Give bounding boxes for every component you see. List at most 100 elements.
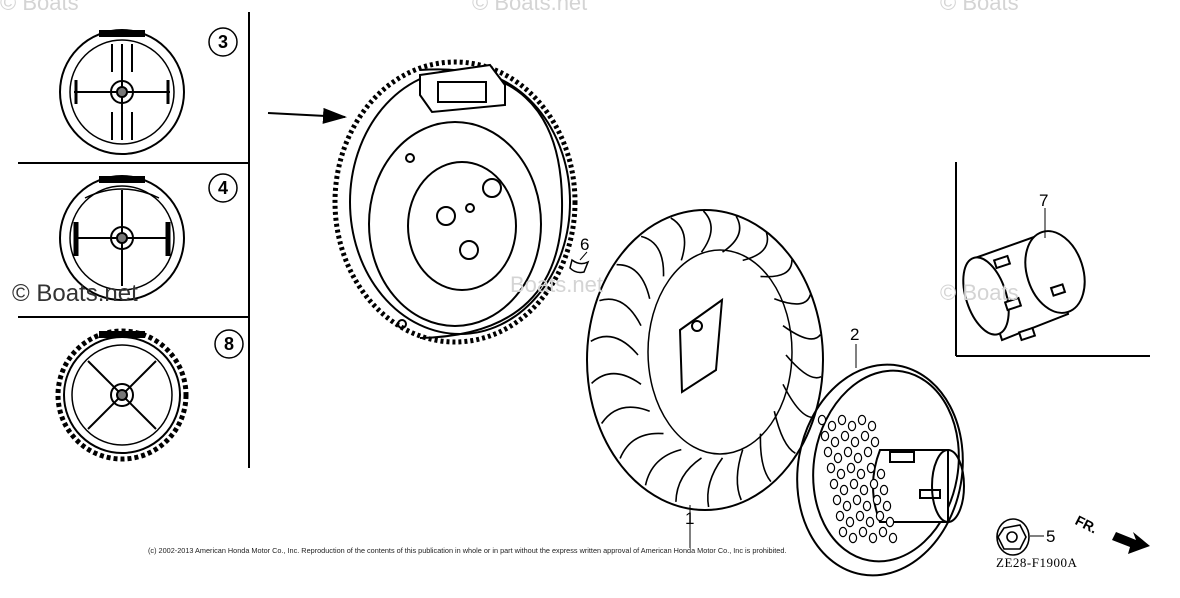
fan-blade — [782, 325, 822, 340]
pulley-hole — [879, 484, 889, 496]
pulley-hole — [865, 516, 875, 528]
watermark-top-right: © Boats — [940, 0, 1019, 15]
pulley-hole — [817, 414, 827, 426]
leader-6 — [579, 251, 588, 261]
woodruff-key — [569, 258, 590, 274]
pulley-hole — [869, 478, 879, 490]
pulley-hole — [870, 436, 880, 448]
callout-5-label: 5 — [1046, 527, 1055, 546]
callout-1-label: 1 — [685, 509, 694, 528]
pulley-hole — [850, 436, 860, 448]
pulley-hole — [878, 526, 888, 538]
fan-blade — [591, 372, 642, 385]
pulley-hole — [839, 484, 849, 496]
fan-blade — [773, 411, 796, 454]
pulley-hole — [866, 462, 876, 474]
pulley-hole — [855, 510, 865, 522]
watermark-right: © Boats — [940, 280, 1019, 305]
pulley-hole — [849, 478, 859, 490]
pulley-hole — [837, 414, 847, 426]
reference-arrow — [267, 107, 347, 124]
copyright-notice: (c) 2002-2013 American Honda Motor Co., … — [148, 546, 787, 555]
pulley-hole — [823, 446, 833, 458]
rotor-variant-8 — [55, 328, 189, 462]
flywheel — [332, 59, 578, 345]
fan-blade — [774, 294, 812, 305]
callout-7-label: 7 — [1039, 191, 1048, 210]
pulley-hole — [858, 526, 868, 538]
pulley-hole — [847, 420, 857, 432]
callout-4-label: 4 — [218, 178, 228, 198]
rotor-variant-3 — [59, 29, 185, 155]
callout-circle-4: 4 — [208, 173, 238, 203]
pulley-holes — [817, 414, 898, 544]
pulley-hole — [859, 484, 869, 496]
flange-nut — [996, 518, 1030, 556]
callout-8-label: 8 — [224, 334, 234, 354]
pulley-hole — [829, 478, 839, 490]
pulley-hole — [820, 430, 830, 442]
pulley-hole — [827, 420, 837, 432]
fan-blade — [640, 235, 665, 277]
callout-6-label: 6 — [580, 235, 589, 254]
fan-blade — [736, 449, 744, 501]
front-direction-arrow — [1112, 532, 1150, 554]
fan-blade — [782, 383, 813, 419]
watermark-center: Boats.net — [510, 272, 603, 297]
fan-blade — [599, 298, 642, 327]
fan-blade — [785, 354, 822, 379]
rotor-variant-4 — [59, 175, 185, 301]
callout-circle-3: 3 — [208, 27, 238, 57]
inset-panel-frame — [18, 12, 250, 468]
pulley-hole — [830, 436, 840, 448]
fan-blade — [700, 210, 712, 253]
watermark-brand: © Boats.net — [12, 280, 138, 307]
fan-blade — [670, 217, 686, 261]
fan-blade — [600, 406, 650, 424]
pulley-hole — [856, 468, 866, 480]
pulley-hole — [860, 430, 870, 442]
pulley-hole — [838, 526, 848, 538]
pulley-hole — [852, 494, 862, 506]
pulley-hole — [876, 468, 886, 480]
starter-pulley — [796, 363, 965, 577]
fan-blade — [722, 215, 741, 253]
fan-blades — [590, 210, 822, 508]
pulley-hole — [875, 510, 885, 522]
pulley-hole — [833, 452, 843, 464]
pulley-hole — [857, 414, 867, 426]
pulley-hole — [885, 516, 895, 528]
pulley-hole — [845, 516, 855, 528]
cooling-fan — [586, 209, 824, 511]
pulley-hole — [882, 500, 892, 512]
fan-blade — [590, 335, 639, 356]
fan-blade — [619, 432, 664, 459]
pulley-hole — [862, 500, 872, 512]
figure-code: ZE28-F1900A — [996, 555, 1078, 570]
fan-blade — [759, 433, 772, 483]
pulley-hole — [867, 420, 877, 432]
pulley-hole — [846, 462, 856, 474]
pulley-hole — [835, 510, 845, 522]
pulley-hole — [868, 532, 878, 544]
watermark-top-center: © Boats.net — [472, 0, 588, 15]
fan-blade — [707, 457, 724, 508]
pulley-hole — [826, 462, 836, 474]
starter-collar — [962, 230, 1086, 342]
pulley-hole — [888, 532, 898, 544]
pulley-hole — [843, 446, 853, 458]
pulley-hole — [872, 494, 882, 506]
pulley-hole — [832, 494, 842, 506]
pulley-hole — [863, 446, 873, 458]
fan-blade — [742, 232, 769, 262]
fan-blade — [760, 259, 793, 278]
fan-blade — [675, 457, 702, 502]
pulley-hole — [853, 452, 863, 464]
pulley-hole — [836, 468, 846, 480]
fan-blade — [616, 263, 651, 299]
callout-3-label: 3 — [218, 32, 228, 52]
pulley-hole — [848, 532, 858, 544]
pulley-hole — [842, 500, 852, 512]
callout-2-label: 2 — [850, 325, 859, 344]
